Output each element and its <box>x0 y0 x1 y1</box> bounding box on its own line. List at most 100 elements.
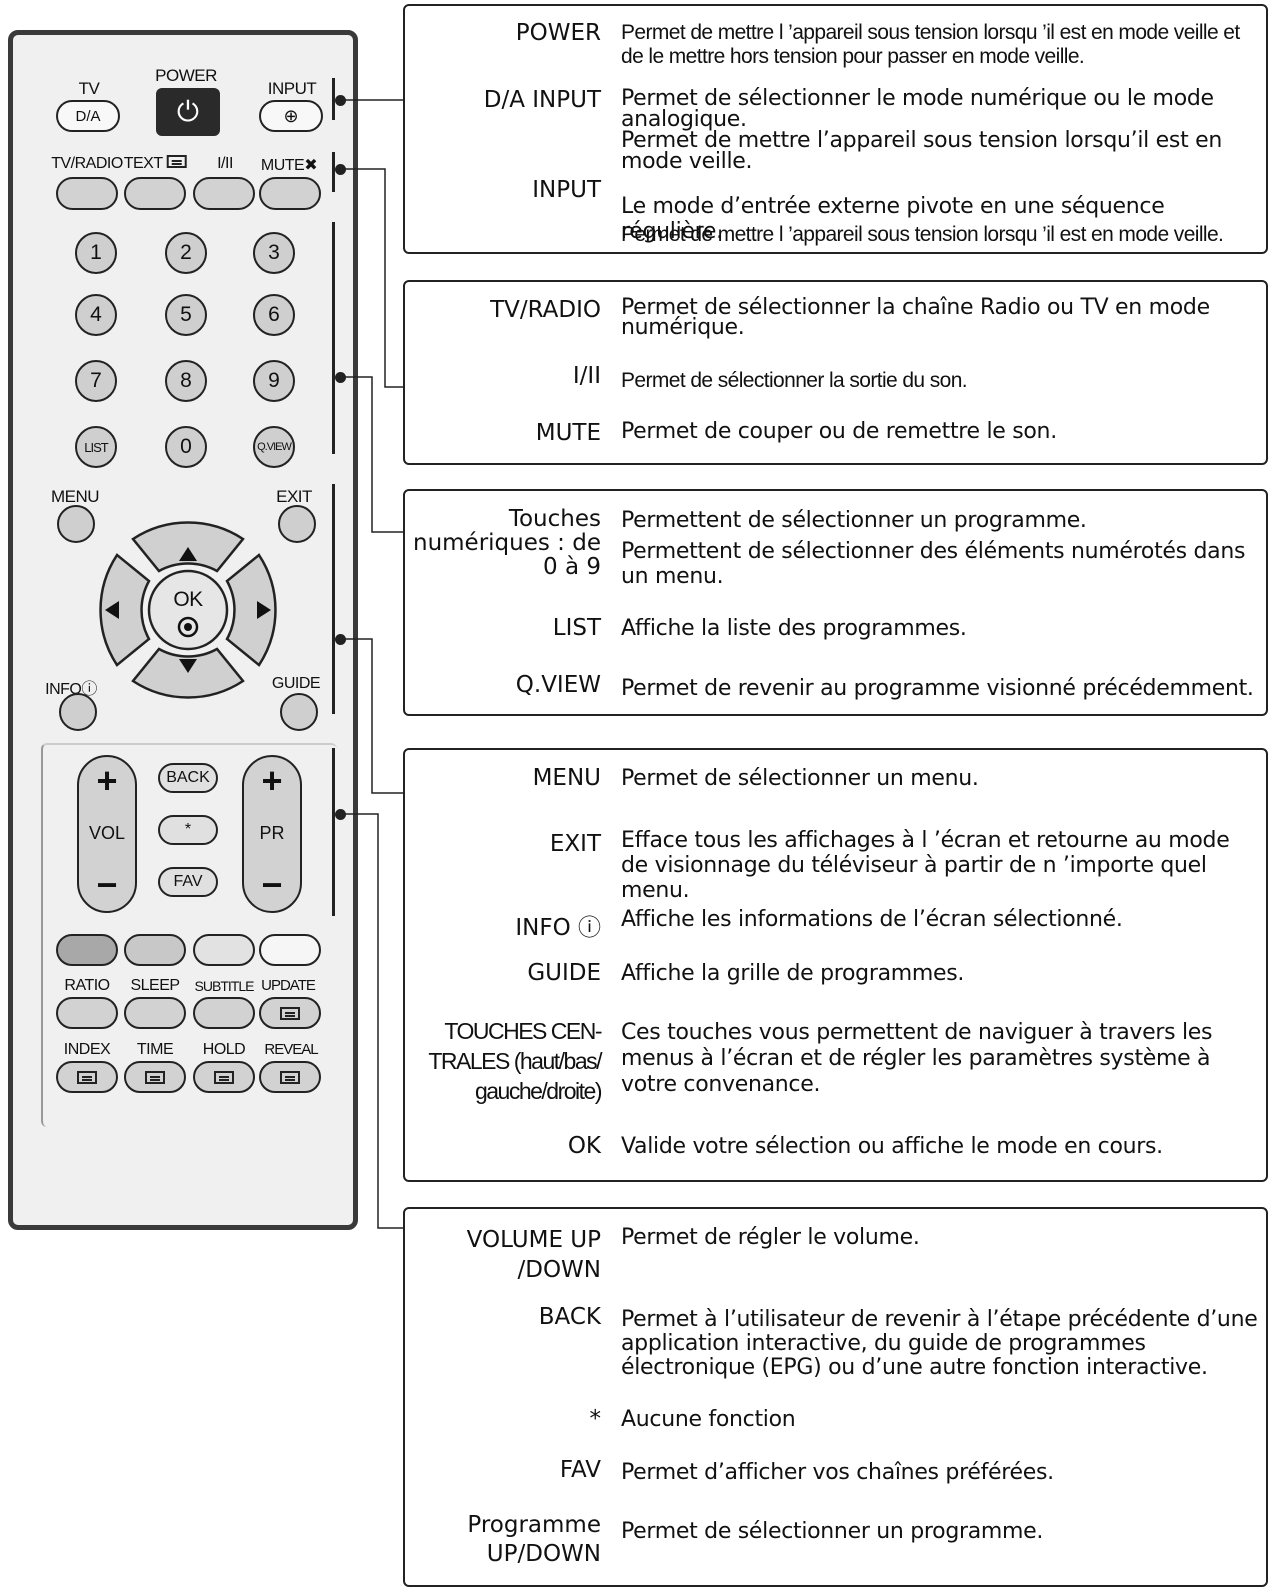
bracket-bar-2 <box>332 152 335 192</box>
input-button[interactable]: ⊕ <box>259 100 323 132</box>
number-0-button[interactable]: 0 <box>165 426 207 468</box>
volume-rocker[interactable]: + VOL − <box>77 755 137 913</box>
arrow-right-icon <box>257 601 271 619</box>
time-teletext-icon <box>145 1070 165 1084</box>
update-teletext-icon <box>280 1006 300 1020</box>
index-button[interactable] <box>56 1061 118 1093</box>
dual-button[interactable] <box>193 177 255 210</box>
number-2-button[interactable]: 2 <box>165 232 207 274</box>
tvradio-label: TV/RADIO <box>51 155 123 172</box>
number-6-button[interactable]: 6 <box>253 294 295 336</box>
key-exit: EXIT <box>549 831 601 857</box>
qview-button[interactable]: Q.VIEW <box>253 426 295 468</box>
text-label: TEXT <box>124 155 187 173</box>
desc-input-2: Permet de mettre l ’appareil sous tensio… <box>621 222 1258 247</box>
da-button[interactable]: D/A <box>56 100 120 132</box>
red-color-button[interactable] <box>56 934 118 966</box>
yellow-color-button[interactable] <box>193 934 255 966</box>
subtitle-button[interactable] <box>193 997 255 1029</box>
connector-dot <box>335 164 346 175</box>
desc-da-input: Permet de sélectionner le mode numérique… <box>621 86 1222 174</box>
time-button[interactable] <box>124 1061 186 1093</box>
nav-down-button <box>131 647 245 699</box>
desc-exit: Efface tous les affichages à l ’écran et… <box>621 828 1230 903</box>
reveal-button[interactable] <box>259 1061 321 1093</box>
desc-mute: Permet de couper ou de remettre le son. <box>621 419 1057 444</box>
key-volume: VOLUME UP /DOWN <box>466 1227 601 1283</box>
desc-ok: Valide votre sélection ou affiche le mod… <box>621 1134 1163 1159</box>
info-box-volume: VOLUME UP /DOWN Permet de régler le volu… <box>403 1207 1268 1587</box>
info-box-numbers: Touches numériques : de 0 à 9 Permettent… <box>403 489 1268 716</box>
desc-tvradio: Permet de sélectionner la chaîne Radio o… <box>621 295 1210 340</box>
arrow-up-icon <box>179 547 197 561</box>
lower-button-panel <box>41 743 337 1127</box>
guide-label: GUIDE <box>271 675 321 692</box>
ok-ring-icon <box>177 616 199 638</box>
desc-list: Affiche la liste des programmes. <box>621 616 967 641</box>
key-ok: OK <box>567 1133 601 1159</box>
bracket-bar-5 <box>332 748 335 916</box>
pr-label: PR <box>259 823 285 843</box>
ratio-button[interactable] <box>56 997 118 1029</box>
key-mute: MUTE <box>535 420 601 446</box>
desc-input: Le mode d’entrée externe pivote en une s… <box>621 194 1165 244</box>
hold-button[interactable] <box>193 1061 255 1093</box>
vol-label: VOL <box>88 823 126 843</box>
program-rocker[interactable]: + PR − <box>242 755 302 913</box>
key-numbers: Touches numériques : de 0 à 9 <box>413 506 601 580</box>
guide-button[interactable] <box>280 693 318 731</box>
number-3-button[interactable]: 3 <box>253 232 295 274</box>
key-center-keys: TOUCHES CEN- TRALES (haut/bas/ gauche/dr… <box>428 1018 602 1104</box>
desc-power-text: Permet de mettre l ’appareil sous tensio… <box>621 21 1240 68</box>
update-button[interactable] <box>259 997 321 1029</box>
sleep-button[interactable] <box>124 997 186 1029</box>
desc-numbers-2: Permettent de sélectionner des éléments … <box>621 539 1246 589</box>
number-8-button[interactable]: 8 <box>165 360 207 402</box>
info-box-power: POWER Permet de mettre l ’appareil sous … <box>403 4 1268 254</box>
key-input: INPUT <box>532 177 601 203</box>
number-7-button[interactable]: 7 <box>75 360 117 402</box>
key-da-input: D/A INPUT <box>483 87 601 113</box>
number-1-button[interactable]: 1 <box>75 232 117 274</box>
fav-button[interactable]: FAV <box>158 867 218 897</box>
number-4-button[interactable]: 4 <box>75 294 117 336</box>
info-button[interactable] <box>59 693 97 731</box>
tvradio-button[interactable] <box>56 177 118 210</box>
desc-qview: Permet de revenir au programme visionné … <box>621 676 1254 701</box>
bracket-bar-4 <box>332 484 335 714</box>
power-icon: ⏻ <box>176 95 200 128</box>
connector-dot <box>335 372 346 383</box>
green-color-button[interactable] <box>124 934 186 966</box>
text-button[interactable] <box>124 177 186 210</box>
menu-button[interactable] <box>57 505 95 543</box>
nav-up-button <box>131 521 245 573</box>
number-9-button[interactable]: 9 <box>253 360 295 402</box>
bracket-bar-1 <box>332 78 335 120</box>
blue-color-button[interactable] <box>259 934 321 966</box>
index-teletext-icon <box>77 1070 97 1084</box>
key-fav: FAV <box>559 1457 601 1483</box>
desc-info: Affiche les informations de l’écran séle… <box>621 907 1123 932</box>
exit-button[interactable] <box>278 505 316 543</box>
desc-star: Aucune fonction <box>621 1407 796 1432</box>
key-dual: I/II <box>572 363 601 389</box>
list-button[interactable]: LIST <box>75 426 117 468</box>
key-list: LIST <box>552 615 601 641</box>
connector-dot <box>335 634 346 645</box>
power-button[interactable]: ⏻ <box>156 88 220 136</box>
mute-label: MUTE✖ <box>261 155 318 175</box>
desc-power: Permet de mettre l ’appareil sous tensio… <box>621 21 1258 69</box>
nav-left-button <box>99 553 151 667</box>
back-button[interactable]: BACK <box>158 763 218 793</box>
volume-up-icon: + <box>96 760 118 801</box>
nav-right-button <box>225 553 277 667</box>
desc-numbers: Permettent de sélectionner un programme. <box>621 508 1087 533</box>
number-5-button[interactable]: 5 <box>165 294 207 336</box>
hold-teletext-icon <box>214 1070 234 1084</box>
reveal-label: REVEAL <box>264 1041 318 1058</box>
key-info: INFO ⓘ <box>515 915 601 941</box>
star-button[interactable]: * <box>158 815 218 845</box>
program-up-icon: + <box>261 760 283 801</box>
mute-button[interactable] <box>259 177 321 210</box>
desc-back: Permet à l’utilisateur de revenir à l’ét… <box>621 1307 1258 1380</box>
